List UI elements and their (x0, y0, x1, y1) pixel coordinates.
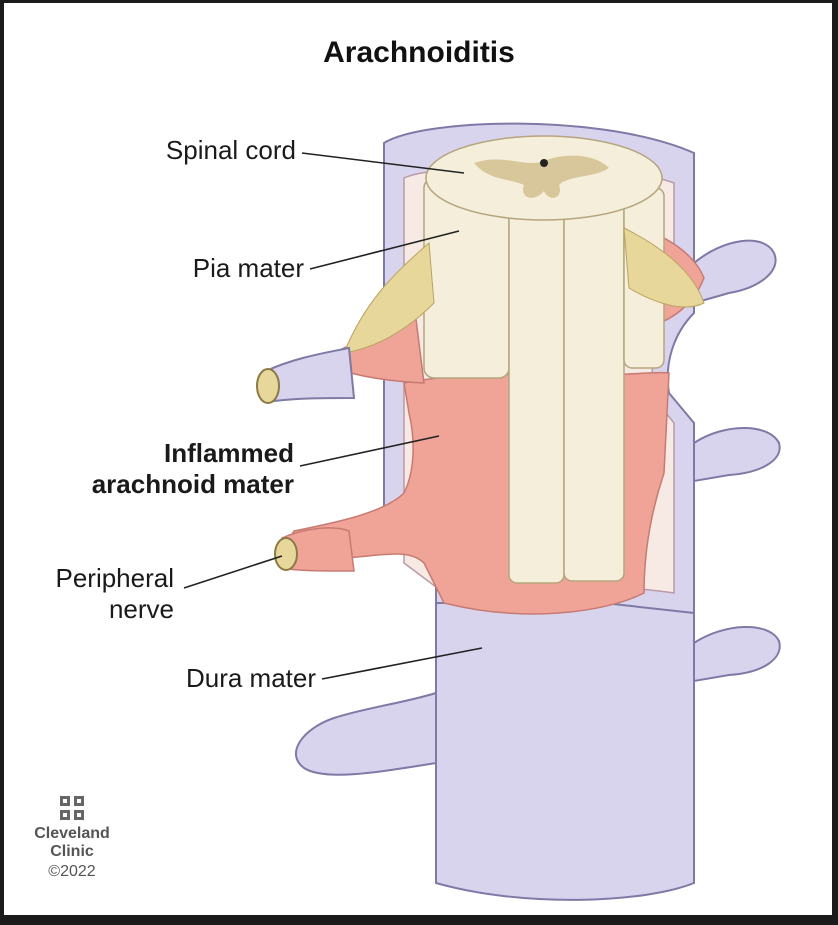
nerve-roots-right (623, 227, 705, 308)
label-peripheral-line2: nerve (108, 594, 174, 624)
logo-copyright: ©2022 (48, 863, 96, 880)
cleveland-clinic-logo: Cleveland Clinic ©2022 (26, 795, 118, 883)
leader-pia-mater (309, 230, 460, 270)
dura-root-right-2 (693, 427, 781, 483)
peripheral-nerve-upper (256, 346, 356, 404)
dura-mater-lower (435, 588, 695, 901)
spinal-cord (423, 177, 665, 584)
label-peripheral-line1: Peripheral (55, 563, 174, 593)
leader-spinal-cord (301, 152, 465, 174)
dura-root-left-lower (294, 691, 437, 776)
label-inflamed-line1: Inflammed (163, 438, 294, 468)
label-spinal-cord: Spinal cord (165, 135, 296, 165)
peripheral-nerve-lower (274, 527, 355, 572)
gray-matter (474, 155, 609, 198)
leader-dura-mater (321, 647, 483, 680)
dura-root-right-1 (693, 239, 777, 305)
diagram-title: Arachnoiditis (323, 36, 515, 69)
leader-lines (183, 152, 483, 680)
logo-name-line1: Cleveland (34, 825, 110, 842)
diagram-frame: Arachnoiditis Spinal cord Pia mater Infl… (4, 3, 832, 915)
dura-root-right-3 (693, 625, 781, 683)
anatomy-illustration (183, 122, 781, 901)
cleveland-clinic-cross-icon (60, 796, 84, 820)
leader-peripheral-nerve (183, 555, 283, 589)
label-dura-mater: Dura mater (185, 663, 316, 693)
leader-inflamed-arachnoid (299, 435, 440, 467)
label-pia-mater: Pia mater (192, 253, 304, 283)
logo-name-line2: Clinic (50, 843, 94, 860)
central-canal (540, 159, 548, 167)
label-inflamed-line2: arachnoid mater (91, 469, 294, 499)
bottom-bar (0, 915, 838, 925)
